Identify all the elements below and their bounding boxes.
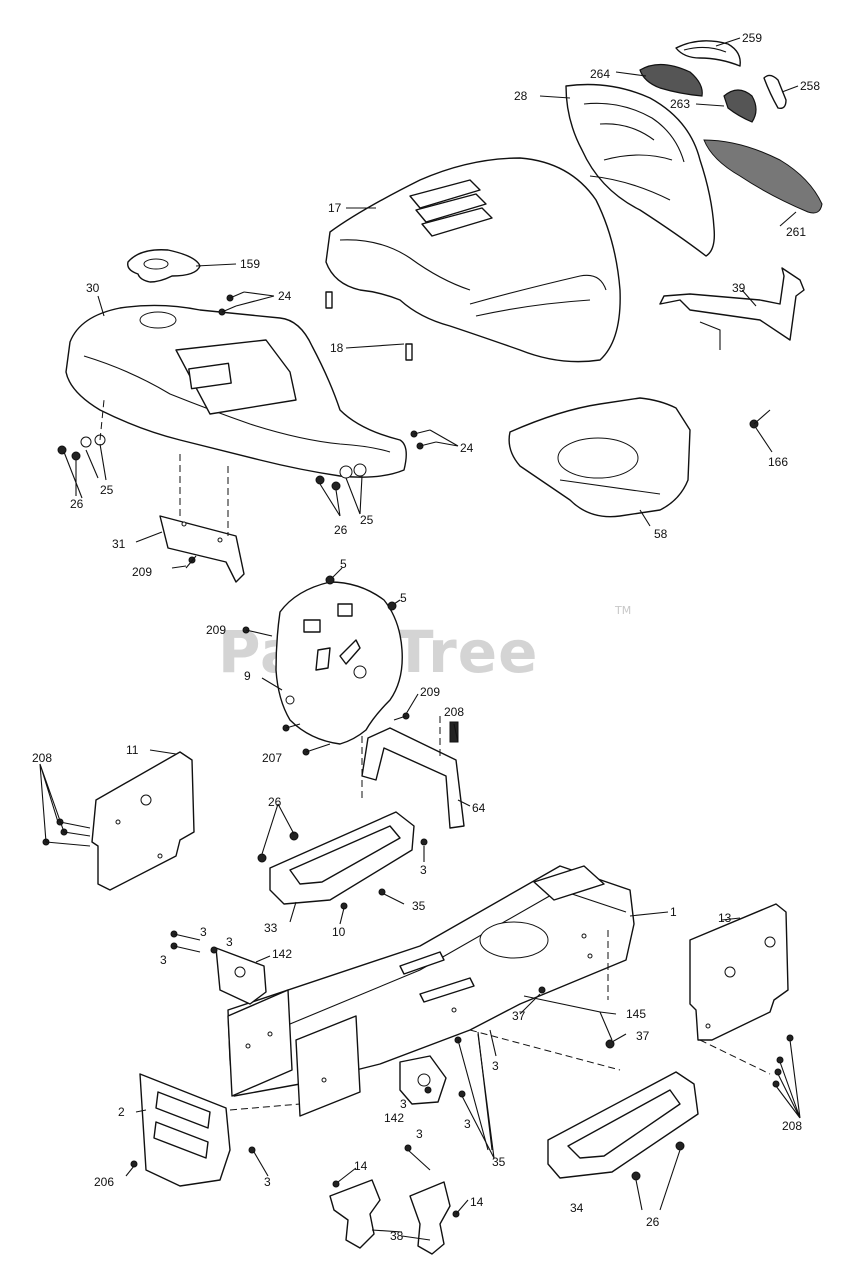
- callout-14-right: 14: [470, 1195, 484, 1209]
- part-24-bolts-top: [218, 291, 245, 316]
- part-17-hood: [325, 157, 621, 363]
- callout-1: 1: [670, 905, 677, 919]
- callout-264: 264: [590, 67, 610, 81]
- callout-208-right: 208: [782, 1119, 802, 1133]
- part-18-pins: [325, 291, 413, 361]
- part-24-bolts-right: [410, 429, 437, 450]
- part-30-fender-deck: [65, 304, 407, 478]
- callout-39: 39: [732, 281, 746, 295]
- leader-lines: [39, 37, 801, 1241]
- part-frame-side-plate-left: [227, 989, 293, 1097]
- callout-3-bottom: 3: [264, 1175, 271, 1189]
- callout-28: 28: [514, 89, 528, 103]
- part-258-emblem: [763, 74, 787, 110]
- callout-3-c: 3: [160, 953, 167, 967]
- callout-145: 145: [626, 1007, 646, 1021]
- callout-34: 34: [570, 1201, 584, 1215]
- part-142-bracket-lower: [399, 1036, 466, 1171]
- callout-5-right: 5: [400, 591, 407, 605]
- callout-259: 259: [742, 31, 762, 45]
- callout-25-left: 25: [100, 483, 114, 497]
- part-259-light-lens: [675, 40, 741, 67]
- part-frame-side-plate-right: [295, 1015, 361, 1117]
- callout-14-left: 14: [354, 1159, 368, 1173]
- part-33-footrest: [257, 811, 428, 910]
- callout-9: 9: [244, 669, 251, 683]
- callout-31: 31: [112, 537, 126, 551]
- part-58-pan: [508, 397, 691, 518]
- part-264-headlight: [639, 63, 703, 97]
- callout-209-shroud: 209: [206, 623, 226, 637]
- callout-3-lower-a: 3: [464, 1117, 471, 1131]
- callout-263: 263: [670, 97, 690, 111]
- callout-3-a: 3: [200, 925, 207, 939]
- part-64-bracket: [361, 716, 465, 829]
- part-159-knob: [127, 249, 201, 283]
- part-209-bolts-shroud: [242, 626, 410, 756]
- callout-11: 11: [126, 743, 139, 757]
- part-261-grille: [703, 139, 823, 214]
- callout-26-right: 26: [334, 523, 348, 537]
- callout-24-top: 24: [278, 289, 292, 303]
- callout-209-lower: 209: [420, 685, 440, 699]
- callout-159: 159: [240, 257, 260, 271]
- callout-258: 258: [800, 79, 820, 93]
- callout-13: 13: [718, 911, 732, 925]
- part-25-26-washers-left: [57, 399, 106, 461]
- callout-142-lower: 142: [384, 1111, 404, 1125]
- part-13-side-panel: [689, 903, 794, 1088]
- callout-166: 166: [768, 455, 788, 469]
- callout-3-b: 3: [226, 935, 233, 949]
- callout-37-b: 37: [636, 1029, 650, 1043]
- callout-206: 206: [94, 1175, 114, 1189]
- callout-207: 207: [262, 751, 282, 765]
- part-3-bolts-upper: [170, 930, 218, 954]
- callout-26-footrest: 26: [268, 795, 282, 809]
- part-14-38-brackets: [329, 1179, 460, 1255]
- callout-58: 58: [654, 527, 668, 541]
- callout-26-left: 26: [70, 497, 84, 511]
- part-34-footrest: [547, 1071, 699, 1181]
- callout-labels: 259 264 258 28 263 261 17 159 30 24 18 3…: [32, 31, 820, 1243]
- callout-30: 30: [86, 281, 100, 295]
- part-28-hood-face: [565, 83, 716, 257]
- callout-10: 10: [332, 925, 346, 939]
- part-39-bracket: [659, 267, 805, 429]
- callout-25-right: 25: [360, 513, 374, 527]
- callout-209-bracket: 209: [132, 565, 152, 579]
- callout-35-footrest: 35: [412, 899, 426, 913]
- callout-3-bracket: 3: [400, 1097, 407, 1111]
- callout-17: 17: [328, 201, 342, 215]
- callout-2: 2: [118, 1105, 125, 1119]
- part-263-headlight-insert: [723, 89, 757, 123]
- callout-37-a: 37: [512, 1009, 526, 1023]
- callout-208-center: 208: [444, 705, 464, 719]
- watermark-trademark: TM: [614, 604, 631, 617]
- callout-33: 33: [264, 921, 278, 935]
- callout-18: 18: [330, 341, 344, 355]
- callout-142-upper: 142: [272, 947, 292, 961]
- part-9-shroud: [275, 581, 403, 745]
- callout-5-left: 5: [340, 557, 347, 571]
- callout-261: 261: [786, 225, 806, 239]
- part-209-bolt-a: [185, 555, 197, 569]
- part-25-26-washers-right: [315, 463, 367, 491]
- part-11-side-panel: [42, 751, 195, 891]
- callout-35-lower: 35: [492, 1155, 506, 1169]
- part-142-bracket-upper: [215, 947, 267, 1005]
- callout-24-right: 24: [460, 441, 474, 455]
- part-2-front-bracket: [130, 1073, 301, 1187]
- part-31-bracket: [159, 454, 245, 583]
- callout-208-left: 208: [32, 751, 52, 765]
- callout-3-lower-b: 3: [416, 1127, 423, 1141]
- callout-3-footrest: 3: [420, 863, 427, 877]
- callout-3-frame: 3: [492, 1059, 499, 1073]
- callout-38: 38: [390, 1229, 404, 1243]
- callout-64: 64: [472, 801, 486, 815]
- callout-26-bottom: 26: [646, 1215, 660, 1229]
